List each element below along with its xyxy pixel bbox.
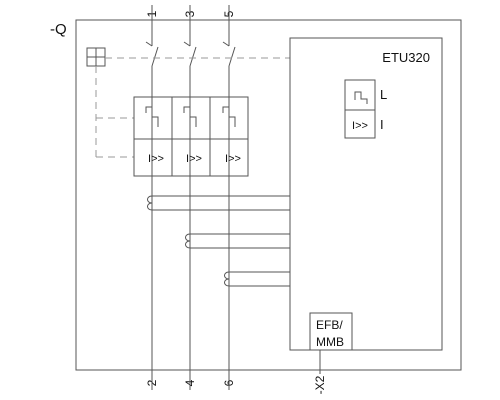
connector-designation: -X2 bbox=[313, 375, 327, 394]
current-transformer-1 bbox=[147, 195, 290, 211]
breaker-enclosure bbox=[75, 19, 462, 371]
pole-3-conductor bbox=[222, 5, 236, 390]
trip-unit-name: ETU320 bbox=[382, 50, 430, 65]
efb-mmb-module bbox=[309, 312, 353, 351]
magnetic-release-label-2: I>> bbox=[186, 153, 202, 165]
current-transformer-2 bbox=[185, 233, 290, 249]
module-label-line1: EFB/ bbox=[316, 318, 343, 332]
magnetic-release-label-3: I>> bbox=[225, 153, 241, 165]
trip-unit-box bbox=[289, 37, 443, 351]
pole-release-block bbox=[133, 96, 249, 177]
device-designation: -Q bbox=[50, 21, 67, 38]
current-transformer-3 bbox=[224, 271, 290, 287]
manual-operator-icon bbox=[86, 47, 106, 67]
thermal-release-icon-3 bbox=[222, 106, 236, 127]
trip-unit-protection-table bbox=[344, 79, 376, 139]
thermal-release-icon-2 bbox=[183, 106, 197, 127]
long-time-protection-icon bbox=[354, 91, 368, 104]
protection-I-label: I bbox=[380, 117, 384, 132]
instantaneous-protection-symbol: I>> bbox=[352, 120, 368, 132]
thermal-release-icon-1 bbox=[145, 106, 159, 127]
magnetic-release-label-1: I>> bbox=[148, 153, 164, 165]
pole-2-conductor bbox=[183, 5, 197, 390]
pole-1-conductor bbox=[145, 5, 159, 390]
module-label-line2: MMB bbox=[316, 335, 344, 349]
protection-L-label: L bbox=[380, 87, 387, 102]
